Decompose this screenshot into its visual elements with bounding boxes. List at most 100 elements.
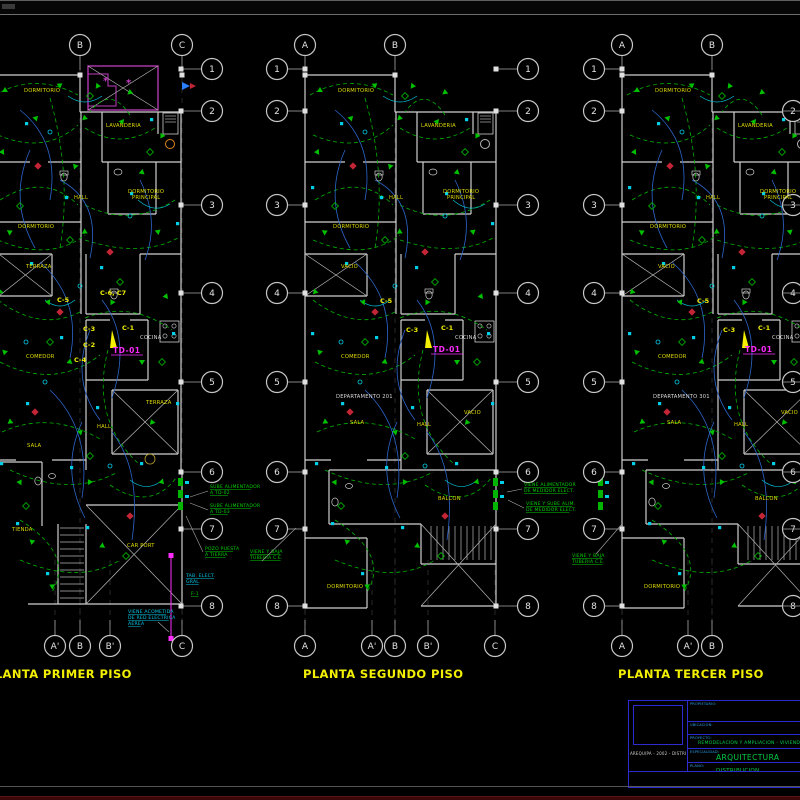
switch-symbol	[414, 542, 421, 548]
outlet-symbol	[657, 122, 661, 126]
outlet-symbol	[65, 196, 69, 200]
feeder-riser	[598, 478, 603, 486]
grid-tick	[619, 108, 625, 114]
switch-symbol	[154, 229, 161, 235]
circuit-wire-blue	[374, 179, 409, 259]
grid-bubble-label: B	[709, 41, 715, 51]
room-label: LAVANDERIA	[106, 123, 141, 129]
grid-bubble-label: 3	[790, 201, 796, 211]
annotation-leader	[157, 621, 170, 633]
grid-bubble-label: B'	[106, 642, 115, 652]
row-bubble: 8	[200, 594, 224, 618]
junction-symbol	[46, 338, 54, 346]
room-label: TERRAZA	[145, 400, 172, 406]
annotation-text: A TD-03	[210, 509, 230, 515]
row-bubble: 8	[516, 594, 540, 618]
col-bubble: C	[170, 33, 194, 57]
feeder-riser	[493, 490, 498, 498]
grid-bubble-label: 4	[525, 289, 531, 299]
grid-bubble-circle	[516, 193, 540, 217]
outlet-symbol	[130, 192, 134, 196]
outlet-symbol	[782, 118, 786, 122]
grid-bubble-circle	[383, 634, 407, 658]
north-arrow-icon	[190, 83, 196, 89]
grid-bubble-label: 5	[591, 378, 597, 388]
grid-tick	[619, 66, 625, 72]
junction-symbol	[678, 338, 686, 346]
grid-tick	[493, 603, 499, 609]
feeder-riser	[178, 490, 183, 498]
grid-bubble-label: C	[492, 642, 498, 652]
col-bubble: B	[68, 634, 92, 658]
grid-bubble-circle	[582, 99, 606, 123]
grid-bubble-circle	[265, 460, 289, 484]
lamp-symbol	[77, 283, 83, 289]
circuit-wire-cyan	[129, 479, 161, 487]
circuit-wire-cyan	[137, 199, 171, 209]
junction-symbol	[331, 202, 339, 210]
room-label: COCINA	[772, 335, 794, 341]
light-symbol	[126, 512, 134, 520]
room-label: DORMITORIO	[18, 224, 54, 230]
row-bubble: 6	[516, 460, 540, 484]
col-bubble: B	[68, 33, 92, 57]
lamp-symbol	[338, 339, 344, 345]
circuit-wire-blue	[81, 329, 101, 421]
lamp-symbol	[709, 283, 715, 289]
appliance-icon	[794, 112, 800, 135]
circuit-wire-blue	[771, 179, 784, 261]
grid-bubble-label: C	[179, 642, 185, 652]
grid-bubble-circle	[360, 634, 384, 658]
grid-tick	[302, 526, 308, 532]
grid-bubble-label: 2	[209, 107, 215, 117]
title-block-logo-box	[633, 705, 683, 745]
junction-symbol	[790, 358, 798, 366]
junction-symbol	[778, 148, 786, 156]
feeder-tag	[500, 495, 504, 498]
basin-icon	[144, 453, 156, 465]
window-bottom-bar	[0, 796, 800, 800]
grid-bubble-label: 8	[274, 602, 280, 612]
grid-bubble-label: 7	[525, 525, 531, 535]
floor-plan-title: PLANTA PRIMER PISO	[0, 667, 132, 681]
grid-bubble-label: 8	[525, 602, 531, 612]
outlet-symbol	[16, 522, 20, 526]
junction-symbol	[86, 452, 94, 460]
circuit-wire-blue	[59, 179, 94, 259]
light-symbol	[421, 248, 429, 256]
col-bubble: B'	[416, 634, 440, 658]
annotation-text: TAB. ELECT.	[185, 573, 215, 579]
burner-icon	[794, 323, 800, 329]
outlet-symbol	[375, 336, 379, 340]
switch-symbol	[731, 542, 738, 548]
outlet-symbol	[60, 336, 64, 340]
outlet-symbol	[718, 526, 722, 530]
grid-tick	[178, 526, 184, 532]
switch-symbol	[118, 119, 125, 125]
grid-bubble-label: 3	[274, 201, 280, 211]
annotation-text: VIENE Y BAJA	[572, 553, 605, 559]
outlet-symbol	[415, 266, 419, 270]
grid-bubble-label: 8	[790, 602, 796, 612]
switch-symbol	[314, 148, 320, 155]
grid-bubble-circle	[265, 370, 289, 394]
junction-symbol	[648, 202, 656, 210]
annotation-text: F-1	[191, 591, 199, 597]
light-symbol	[738, 248, 746, 256]
annotation-text: DE RED ELECTRICA	[128, 615, 176, 621]
row-bubble: 5	[516, 370, 540, 394]
lamp-symbol	[357, 379, 363, 385]
grid-tick	[302, 290, 308, 296]
room-label: DEPARTAMENTO 201	[336, 394, 393, 400]
grid-bubble-label: 8	[209, 602, 215, 612]
grid-bubble-label: 7	[591, 525, 597, 535]
switch-symbol	[770, 169, 777, 175]
grid-bubble-circle	[200, 99, 224, 123]
outlet-symbol	[628, 332, 632, 336]
junction-symbol	[754, 552, 762, 560]
outlet-symbol	[411, 406, 415, 410]
grid-tick	[619, 469, 625, 475]
switch-symbol	[72, 163, 79, 170]
col-bubble: B	[700, 33, 724, 57]
annotation-text: VIENE ALIMENTADOR	[524, 482, 577, 488]
